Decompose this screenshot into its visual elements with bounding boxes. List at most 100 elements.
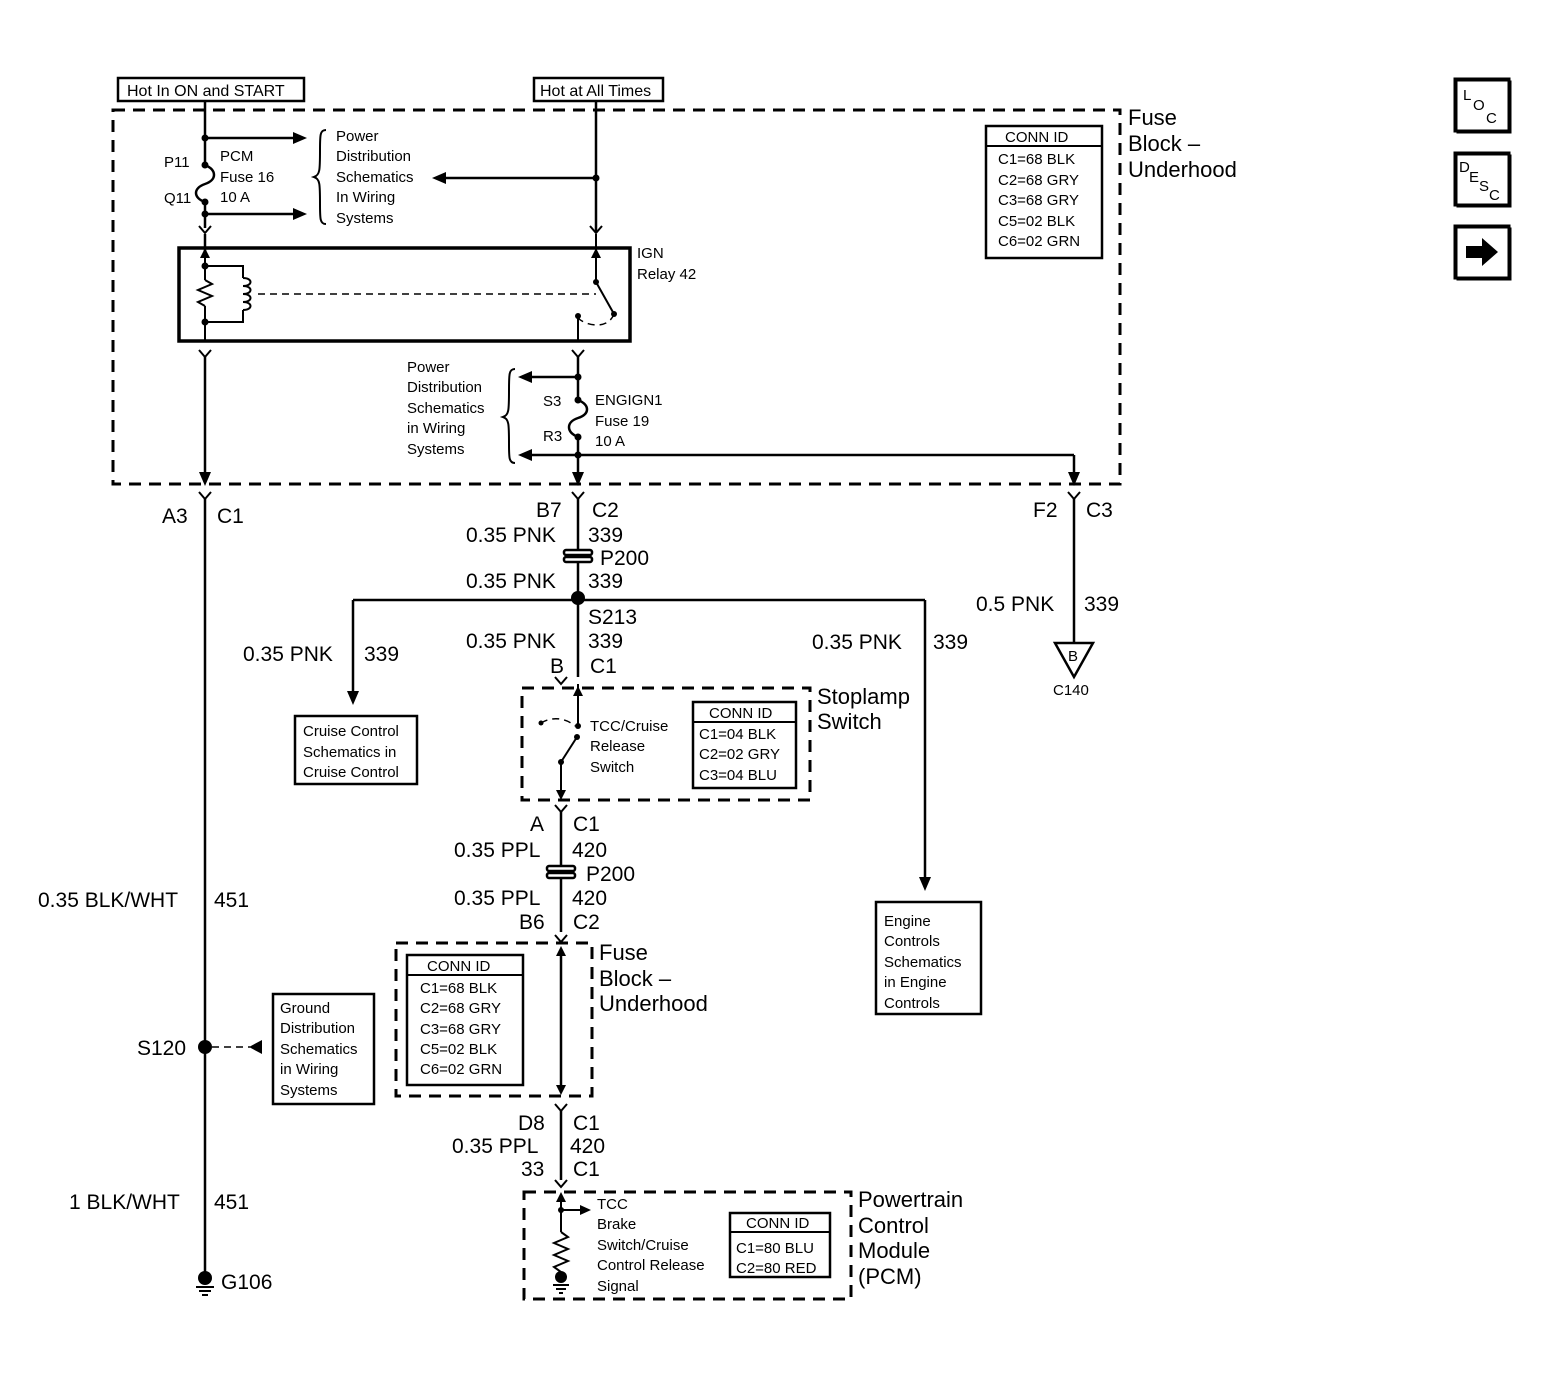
- next-button[interactable]: [1453, 224, 1512, 281]
- ground-dist-box: Ground Distribution Schematics in Wiring…: [271, 992, 376, 1106]
- svg-text:C3=68 GRY: C3=68 GRY: [998, 192, 1079, 209]
- svg-text:420: 420: [570, 1135, 605, 1158]
- svg-text:Systems: Systems: [407, 441, 465, 458]
- lower-circuit-labels-bottom: D8 C1 0.35 PPL 420 33 C1: [452, 1112, 605, 1181]
- svg-text:D8: D8: [518, 1112, 545, 1135]
- engign-fuse-symbol: [567, 398, 589, 439]
- svg-text:P200: P200: [600, 547, 649, 570]
- arrow-down-icon: [1068, 472, 1080, 486]
- svg-text:Schematics: Schematics: [280, 1041, 358, 1058]
- svg-text:C1=68 BLK: C1=68 BLK: [420, 980, 497, 997]
- svg-text:C2=68 GRY: C2=68 GRY: [420, 1000, 501, 1017]
- pcm-title: Powertrain Control Module (PCM): [858, 1187, 963, 1289]
- pcm-conn-id-table: CONN ID C1=80 BLU C2=80 RED: [728, 1211, 832, 1279]
- svg-text:C2=80 RED: C2=80 RED: [736, 1260, 817, 1277]
- stoplamp-conn-id-table: CONN ID C1=04 BLK C2=02 GRY C3=04 BLU: [691, 700, 798, 790]
- svg-text:C1: C1: [573, 813, 600, 836]
- connector-chevron-icon: [198, 491, 212, 501]
- svg-text:339: 339: [588, 630, 623, 653]
- engine-controls-box: Engine Controls Schematics in Engine Con…: [874, 900, 983, 1016]
- svg-text:Power: Power: [336, 128, 379, 145]
- arrow-left-icon: [432, 172, 446, 184]
- svg-text:(PCM): (PCM): [858, 1264, 922, 1289]
- svg-text:D: D: [1459, 159, 1470, 176]
- svg-text:S3: S3: [543, 393, 561, 410]
- contact-dot: [575, 723, 581, 729]
- svg-text:CONN ID: CONN ID: [746, 1215, 810, 1232]
- svg-text:C6=02 GRN: C6=02 GRN: [420, 1061, 502, 1078]
- relay-switch-icon: [595, 281, 615, 315]
- svg-text:C: C: [1489, 187, 1500, 204]
- pcm-boundary: [522, 1190, 853, 1301]
- svg-text:in Engine: in Engine: [884, 974, 947, 991]
- svg-text:C1: C1: [573, 1158, 600, 1181]
- arrow-down-icon: [556, 1085, 566, 1095]
- ground-point: [555, 1271, 567, 1283]
- svg-text:Brake: Brake: [597, 1216, 636, 1233]
- svg-text:Systems: Systems: [336, 210, 394, 227]
- svg-text:Cruise Control: Cruise Control: [303, 764, 399, 781]
- svg-text:0.35 BLK/WHT: 0.35 BLK/WHT: [38, 889, 178, 912]
- svg-text:Engine: Engine: [884, 913, 931, 930]
- arrow-down-icon: [347, 691, 359, 705]
- connector-chevron-icon: [571, 491, 585, 501]
- arrow-down-icon: [572, 472, 584, 486]
- brace-icon: [310, 129, 327, 225]
- svg-text:Schematics: Schematics: [884, 954, 962, 971]
- svg-text:Q11: Q11: [164, 190, 191, 207]
- svg-text:339: 339: [588, 524, 623, 547]
- svg-text:E: E: [1469, 169, 1479, 186]
- svg-text:339: 339: [588, 570, 623, 593]
- svg-text:C3=68 GRY: C3=68 GRY: [420, 1021, 501, 1038]
- svg-text:ENGIGN1: ENGIGN1: [595, 392, 663, 409]
- svg-text:C1: C1: [217, 505, 244, 528]
- svg-text:A3: A3: [162, 505, 188, 528]
- release-switch-label: TCC/Cruise Release Switch: [590, 718, 668, 776]
- svg-text:33: 33: [521, 1158, 544, 1181]
- svg-text:10 A: 10 A: [595, 433, 625, 450]
- fuse-block-title: Fuse Block – Underhood: [1128, 105, 1237, 182]
- connector-chevron-icon: [554, 1179, 568, 1189]
- svg-text:in Wiring: in Wiring: [407, 420, 465, 437]
- connector-chevron-icon: [1067, 491, 1081, 501]
- svg-text:Schematics: Schematics: [407, 400, 485, 417]
- right-circuit-labels: F2 C3 0.5 PNK 339 B C140: [976, 499, 1119, 699]
- svg-text:C1=80 BLU: C1=80 BLU: [736, 1240, 814, 1257]
- svg-text:TCC/Cruise: TCC/Cruise: [590, 718, 668, 735]
- svg-text:1 BLK/WHT: 1 BLK/WHT: [69, 1191, 180, 1214]
- svg-text:0.5 PNK: 0.5 PNK: [976, 593, 1054, 616]
- svg-text:S120: S120: [137, 1037, 186, 1060]
- relay-coil-icon: [242, 277, 252, 311]
- svg-text:C1: C1: [590, 655, 617, 678]
- switch-arc: [540, 718, 576, 727]
- ign-relay-box: [177, 246, 632, 343]
- connector-chevron-icon: [589, 225, 603, 235]
- svg-text:339: 339: [933, 631, 968, 654]
- hot-run-start-label: Hot In ON and START: [116, 76, 306, 103]
- connector-chevron-icon: [554, 1103, 568, 1113]
- branch-left-labels: 0.35 PNK 339: [243, 643, 399, 666]
- connector-chevron-icon: [198, 349, 212, 359]
- svg-text:C3: C3: [1086, 499, 1113, 522]
- svg-text:C2: C2: [592, 499, 619, 522]
- svg-text:Relay 42: Relay 42: [637, 266, 696, 283]
- connector-chevron-icon: [571, 349, 585, 359]
- inline-connector-p200-lower: [545, 864, 577, 880]
- svg-text:in Wiring: in Wiring: [280, 1061, 338, 1078]
- lower-circuit-labels-upper: A C1 0.35 PPL 420 P200 0.35 PPL 420 B6 C…: [454, 813, 635, 934]
- svg-text:C1: C1: [573, 1112, 600, 1135]
- svg-text:Signal: Signal: [597, 1278, 639, 1295]
- arrow-up-icon: [591, 248, 601, 258]
- arrow-left-icon: [249, 1040, 262, 1054]
- desc-button[interactable]: D E S C: [1453, 151, 1512, 208]
- svg-text:C3=04 BLU: C3=04 BLU: [699, 767, 777, 784]
- loc-button[interactable]: L O C: [1453, 77, 1512, 134]
- svg-text:0.35 PNK: 0.35 PNK: [243, 643, 333, 666]
- coil-lead: [205, 310, 244, 323]
- arrow-right-icon: [293, 208, 307, 220]
- svg-text:0.35 PPL: 0.35 PPL: [452, 1135, 538, 1158]
- arrow-right-icon: [1466, 238, 1498, 266]
- svg-text:451: 451: [214, 889, 249, 912]
- svg-text:C140: C140: [1053, 682, 1089, 699]
- svg-text:Powertrain: Powertrain: [858, 1187, 963, 1212]
